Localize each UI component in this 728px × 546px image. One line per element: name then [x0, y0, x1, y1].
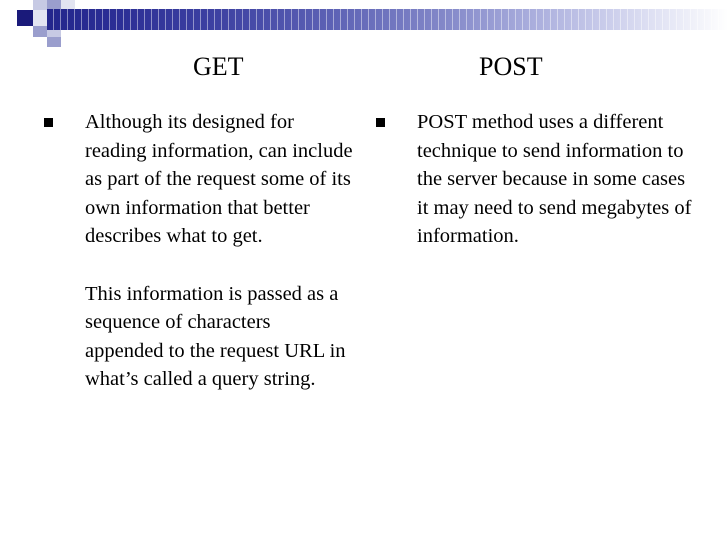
decoration-square-light-1 [33, 0, 47, 10]
decoration-square-pale-2 [61, 0, 75, 9]
square-bullet-icon [44, 118, 53, 127]
column-heading-post: POST [479, 52, 543, 81]
decoration-square-navy-1 [17, 10, 33, 26]
list-item-text: This information is passed as a sequence… [85, 282, 346, 391]
decoration-square-mid-1 [47, 0, 61, 10]
list-item-text: Although its designed for reading inform… [85, 111, 353, 248]
list-item: Although its designed for reading inform… [44, 108, 354, 251]
content-column-post: POST method uses a different technique t… [376, 108, 696, 251]
decoration-square-pale-1 [33, 10, 47, 26]
content-column-get: Although its designed for reading inform… [44, 108, 354, 394]
decoration-square-light-3 [47, 26, 61, 37]
decoration-gradient-bar [47, 9, 728, 30]
slide-header-decoration [0, 0, 728, 48]
column-heading-get: GET [193, 52, 244, 81]
list-item-text: POST method uses a different technique t… [417, 111, 692, 248]
decoration-square-mid-2 [33, 26, 47, 37]
list-item: POST method uses a different technique t… [376, 108, 696, 251]
decoration-square-mid-3 [47, 37, 61, 47]
square-bullet-icon [376, 118, 385, 127]
list-item: This information is passed as a sequence… [44, 280, 354, 394]
